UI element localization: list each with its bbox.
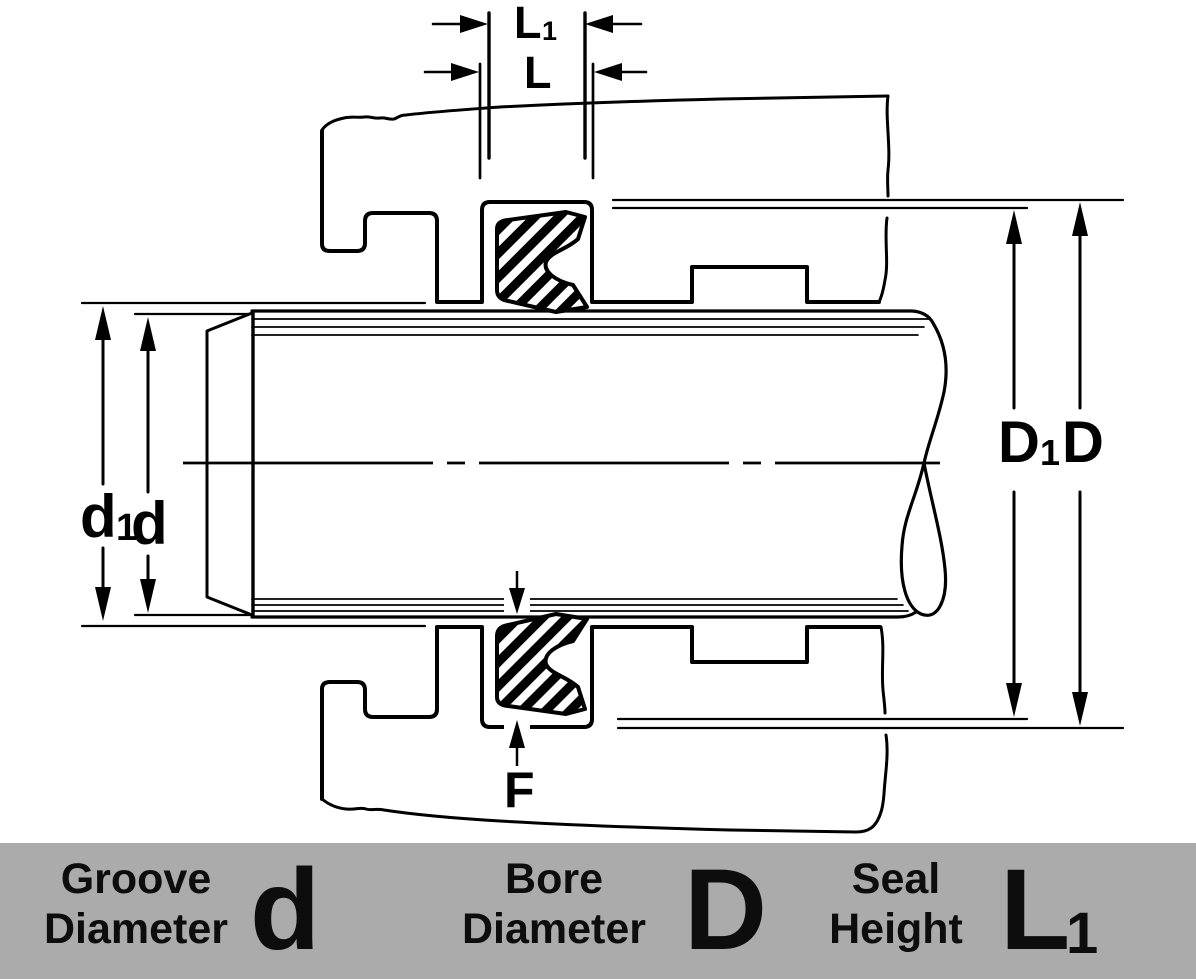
dim-D-head-up bbox=[1072, 202, 1088, 236]
lower-seal bbox=[495, 612, 589, 716]
legend-bore-symbol: D bbox=[684, 846, 768, 974]
lower-housing bbox=[320, 625, 889, 834]
label-D1: D bbox=[998, 410, 1040, 475]
upper-seal bbox=[495, 210, 589, 314]
shaft-top-edge-and-break-curve bbox=[250, 309, 948, 617]
dim-seal-width bbox=[423, 11, 648, 180]
cross-section-drawing: L 1 L d 1 d D 1 D F bbox=[0, 0, 1196, 843]
label-D: D bbox=[1062, 410, 1104, 475]
shaft-surface-lines bbox=[251, 318, 931, 612]
lower-housing-profile bbox=[320, 625, 882, 801]
legend-bore-line1: Bore bbox=[505, 855, 603, 903]
legend-groove-symbol: d bbox=[250, 846, 321, 974]
dim-D-head-down bbox=[1072, 692, 1088, 726]
dim-bore-diameter bbox=[611, 198, 1125, 730]
dim-F-upper-head bbox=[509, 588, 525, 614]
dim-groove-diameter bbox=[80, 301, 427, 628]
dim-L-arrow-right-head bbox=[594, 63, 622, 81]
legend-bar: Groove Diameter d Bore Diameter D Seal H… bbox=[0, 843, 1196, 979]
dim-d-head-up bbox=[140, 317, 156, 351]
upper-housing bbox=[320, 94, 891, 304]
lower-housing-break-bottom-edge bbox=[320, 797, 883, 834]
dim-D1-head-down bbox=[1006, 683, 1022, 717]
label-D1-subscript: 1 bbox=[1040, 432, 1060, 473]
legend-groove-line1: Groove bbox=[60, 855, 212, 903]
label-L1: L bbox=[514, 0, 542, 48]
dim-L1-arrow-left-head bbox=[460, 15, 488, 33]
shaft-bottom-edge bbox=[250, 610, 918, 619]
label-F: F bbox=[504, 762, 535, 818]
legend-seal-line1: Seal bbox=[851, 855, 941, 903]
label-d: d bbox=[131, 490, 168, 557]
legend-groove-line2: Diameter bbox=[43, 904, 229, 953]
dim-D1-head-up bbox=[1006, 210, 1022, 244]
legend-groove-diameter-label: Groove Diameter bbox=[6, 855, 266, 955]
legend-bore-diameter-label: Bore Diameter bbox=[424, 855, 684, 955]
upper-housing-break-right-edge bbox=[877, 94, 891, 304]
legend-seal-line2: Height bbox=[829, 904, 963, 953]
legend-bore-line2: Diameter bbox=[461, 904, 647, 953]
legend-seal-symbol: L bbox=[1000, 846, 1071, 974]
dim-F-lower-head bbox=[509, 720, 525, 748]
label-d1-subscript: 1 bbox=[116, 507, 137, 549]
legend-seal-height-label: Seal Height bbox=[766, 855, 1026, 955]
label-L1-subscript: 1 bbox=[542, 16, 557, 46]
dim-groove-depth bbox=[504, 571, 530, 766]
dim-d1-head-up bbox=[95, 306, 111, 340]
lower-housing-break-right-edge bbox=[879, 625, 889, 814]
dim-d-head-down bbox=[140, 579, 156, 613]
dim-L-arrow-left-head bbox=[451, 63, 479, 81]
upper-housing-profile bbox=[320, 129, 881, 304]
legend-seal-symbol-subscript: 1 bbox=[1066, 901, 1099, 966]
label-d1: d bbox=[80, 483, 117, 550]
upper-housing-break-top-edge bbox=[320, 94, 890, 132]
label-L: L bbox=[524, 47, 552, 98]
dim-d1-head-down bbox=[95, 587, 111, 621]
dim-L1-arrow-right-head bbox=[585, 15, 613, 33]
drawing-background bbox=[0, 0, 1196, 843]
